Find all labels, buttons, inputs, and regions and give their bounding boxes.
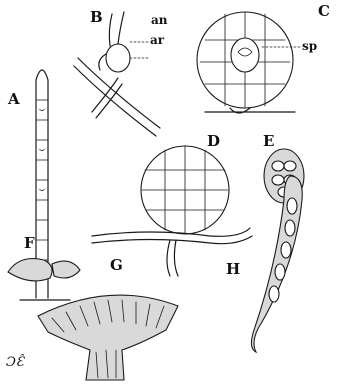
label-h: H [226, 262, 240, 277]
annotation-antheridium: an [151, 14, 168, 26]
annotation-spiral-cell: sp [302, 40, 317, 52]
artist-signature: ƆƐ̂ [6, 356, 24, 369]
label-b: B [90, 10, 103, 25]
archicarp-shape [106, 44, 130, 72]
label-g: G [110, 258, 123, 273]
figure-h-drawing [251, 176, 302, 352]
figure-g-drawing [38, 295, 178, 380]
figure-f-drawing [8, 259, 80, 281]
label-f: F [24, 236, 35, 251]
label-a: A [8, 92, 20, 107]
figure-c-drawing [197, 12, 300, 113]
label-c: C [318, 4, 330, 19]
annotation-archicarp: ar [150, 34, 164, 46]
label-d: D [207, 134, 220, 149]
label-e: E [263, 134, 274, 149]
figure-b-drawing [74, 12, 160, 136]
